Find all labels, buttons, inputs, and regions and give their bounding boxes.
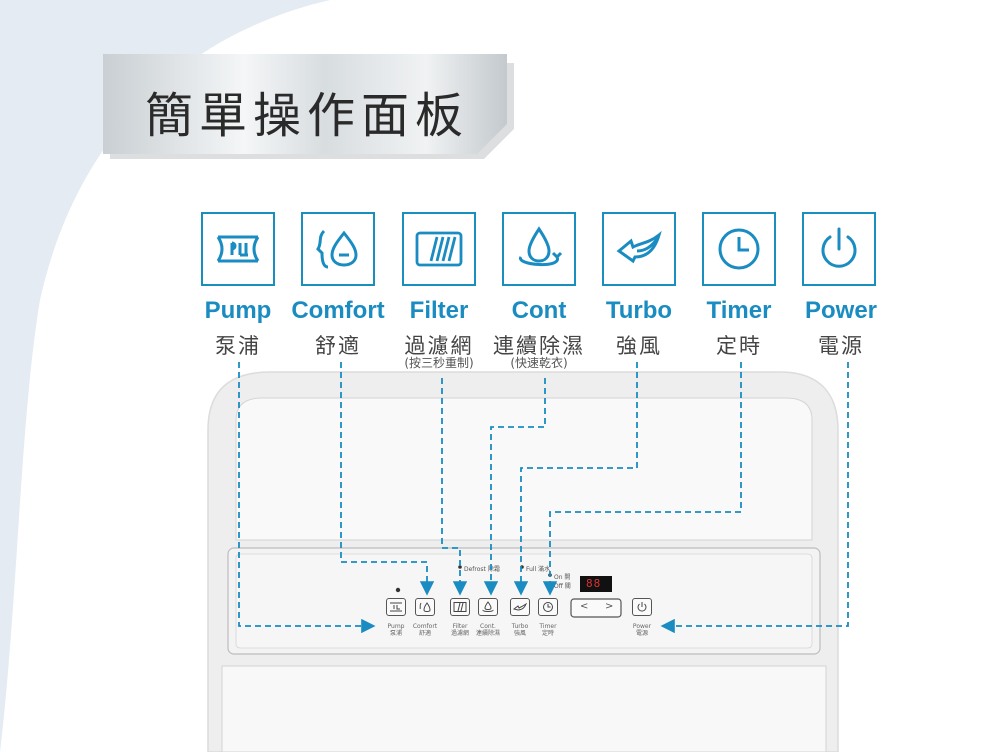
title-banner	[103, 54, 514, 159]
panel-left-arrow[interactable]: <	[580, 601, 589, 612]
filter-label-zh: 過濾網	[404, 334, 474, 358]
page-title: 簡單操作面板	[145, 88, 470, 144]
timer-label-zh: 定時	[716, 334, 762, 358]
panel-filter-button[interactable]	[450, 598, 470, 616]
panel-pump-button[interactable]	[386, 598, 406, 616]
comfort-label: Comfort	[291, 297, 385, 324]
cont-label-zh: 連續除濕	[493, 334, 585, 358]
turbo-label: Turbo	[605, 297, 673, 324]
comfort-drop-icon	[419, 602, 431, 612]
continuous-drain-icon	[482, 601, 494, 612]
comfort-label-zh: 舒適	[315, 334, 361, 358]
defrost-indicator: Defrost 除霜	[464, 566, 500, 573]
pump-label: Pump	[204, 297, 272, 324]
on-indicator: On 開	[554, 574, 571, 581]
power-icon-box	[802, 212, 876, 286]
power-icon	[821, 227, 857, 268]
pump-icon	[390, 602, 402, 612]
power-label-zh: 電源	[818, 334, 864, 358]
panel-turbo-button[interactable]	[510, 598, 530, 616]
pump-label-zh: 泵浦	[215, 334, 261, 358]
panel-cont-button[interactable]	[478, 598, 498, 616]
comfort-icon-box	[301, 212, 375, 286]
turbo-label-zh: 強風	[616, 334, 662, 358]
panel-timer-button[interactable]	[538, 598, 558, 616]
power-label: Power	[804, 297, 878, 324]
turbo-icon-box	[602, 212, 676, 286]
filter-icon-box	[402, 212, 476, 286]
timer-clock-icon	[718, 228, 760, 270]
full-indicator: Full 滿水	[526, 566, 551, 573]
off-indicator: Off 關	[554, 583, 571, 590]
pump-icon-box	[201, 212, 275, 286]
timer-clock-icon	[543, 602, 553, 612]
power-icon	[637, 602, 647, 612]
cont-icon-box	[502, 212, 576, 286]
panel-right-arrow[interactable]: >	[605, 601, 614, 612]
panel-power-button[interactable]	[632, 598, 652, 616]
pump-icon	[216, 235, 260, 263]
filter-icon	[453, 602, 467, 612]
turbo-fan-icon	[616, 230, 662, 264]
timer-icon-box	[702, 212, 776, 286]
cont-label: Cont	[511, 297, 567, 324]
panel-cont-label: Cont.連續除濕	[475, 623, 500, 637]
continuous-drain-icon	[519, 226, 563, 267]
filter-icon	[415, 231, 463, 267]
cont-note: (快速乾衣)	[510, 356, 568, 370]
filter-label: Filter	[409, 297, 469, 324]
panel-comfort-button[interactable]	[415, 598, 435, 616]
comfort-drop-icon	[316, 229, 358, 269]
led-display: 88	[586, 577, 602, 590]
timer-label: Timer	[706, 297, 772, 324]
turbo-fan-icon	[513, 602, 527, 611]
